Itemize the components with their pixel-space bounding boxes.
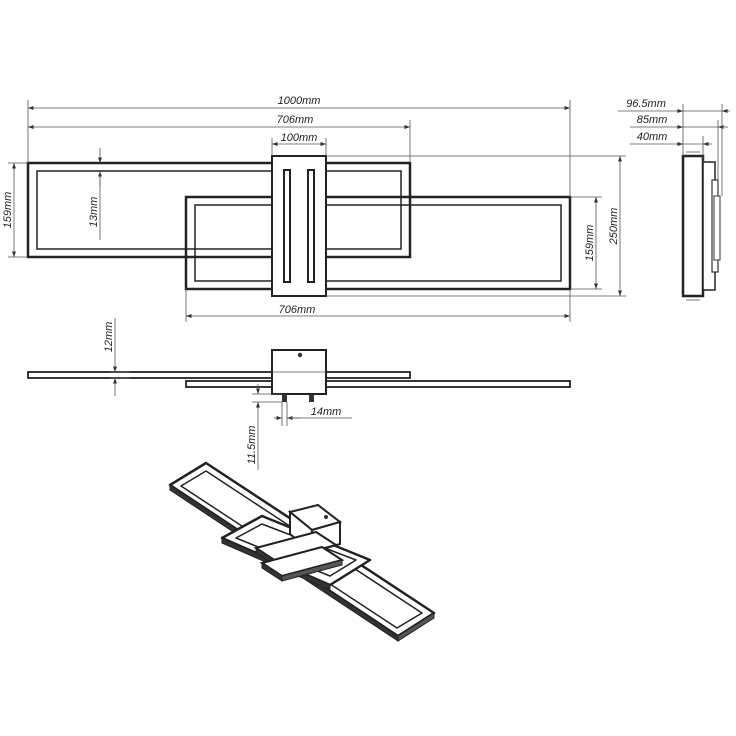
dim-frame-height-left: 159mm	[2, 192, 14, 229]
front-bar-upper	[27, 371, 411, 379]
dim-depth-total: 96.5mm	[626, 98, 666, 110]
dim-profile-thickness: 12mm	[103, 322, 115, 353]
center-slot-left	[283, 169, 291, 283]
dim-depth-base: 40mm	[637, 131, 668, 143]
dim-frame-width-bottom: 706mm	[279, 304, 316, 316]
side-view: 96.5mm 85mm 40mm	[618, 98, 730, 301]
front-bar-lower	[185, 380, 571, 388]
dim-frame-profile: 13mm	[88, 197, 100, 228]
side-body	[681, 154, 705, 298]
dim-depth-mid: 85mm	[637, 114, 668, 126]
dim-offset-height: 11.5mm	[246, 426, 258, 465]
canopy-screw	[297, 352, 303, 358]
dim-total-height: 250mm	[608, 208, 620, 246]
left-frame-inner	[36, 170, 402, 250]
spacer-left	[282, 394, 287, 402]
isometric-view	[168, 461, 436, 642]
center-slot-right	[307, 169, 315, 283]
left-frame-outer	[26, 161, 412, 259]
front-view: 12mm 14mm 11.5mm	[27, 318, 571, 470]
iso-bar-lower-end	[281, 559, 343, 582]
dim-center-block-width: 100mm	[281, 132, 318, 144]
spacer-right	[309, 394, 314, 402]
iso-canopy-screw	[324, 515, 328, 519]
dim-total-width: 1000mm	[278, 95, 321, 107]
dim-frame-width-top: 706mm	[277, 114, 314, 126]
right-frame-inner	[194, 204, 562, 282]
dim-spacer-width: 14mm	[311, 406, 342, 418]
top-view: 1000mm 706mm 100mm 706mm 159mm 13mm 159m…	[2, 95, 626, 322]
iso-big-frame-side2	[397, 612, 435, 642]
dim-frame-height-right: 159mm	[584, 225, 596, 262]
center-block	[271, 155, 327, 297]
right-frame-outer	[184, 195, 572, 291]
side-detail	[713, 195, 721, 261]
